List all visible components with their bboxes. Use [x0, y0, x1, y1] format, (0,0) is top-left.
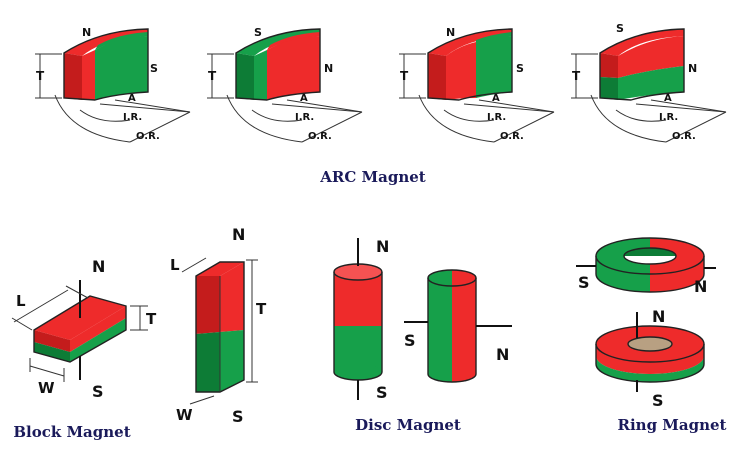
arc-magnet-2: T S N A I.R. O.R. — [207, 26, 363, 143]
block-magnet-caption: Block Magnet — [13, 423, 130, 441]
arc-2-or-label: O.R. — [308, 131, 332, 142]
arc-2-t-label: T — [208, 69, 217, 83]
disc-magnet-caption: Disc Magnet — [355, 416, 461, 434]
disc-axial-n-label: N — [376, 237, 389, 256]
arc-1-or-label: O.R. — [136, 131, 160, 142]
arc-1-t-label: T — [36, 69, 45, 83]
arc-1-ir-label: I.R. — [123, 112, 142, 123]
arc-1-top-green — [95, 32, 148, 50]
arc-3-ir-label: I.R. — [487, 112, 506, 123]
disc-magnet-diametric: S N — [404, 269, 512, 383]
arc-magnet-1: T N S A I.R. O.R. — [35, 26, 191, 143]
ring-magnet-diametric: S N — [576, 237, 716, 296]
arc-magnet-3: T N S A I.R. O.R. — [399, 26, 555, 143]
arc-1-front-red — [82, 50, 95, 100]
block-flat-n-label: N — [92, 257, 105, 276]
ring-diametric-s-label: S — [578, 273, 590, 292]
arc-4-ir-label: I.R. — [659, 112, 678, 123]
arc-magnet-4: T S N A I.R. O.R. — [571, 22, 727, 143]
block-flat-w-label: W — [38, 379, 55, 397]
disc-diametric-n-label: N — [496, 345, 509, 364]
arc-2-s-label: S — [254, 26, 262, 39]
disc-magnet-axial: N S — [333, 237, 389, 402]
block-flat-l-label: L — [16, 292, 26, 310]
arc-2-ir-label: I.R. — [295, 112, 314, 123]
arc-1-side — [64, 53, 82, 100]
arc-3-n-label: N — [446, 26, 455, 39]
arc-1-s-label: S — [150, 62, 158, 75]
arc-4-n-label: N — [688, 62, 697, 75]
block-tall-t-label: T — [256, 300, 267, 318]
arc-1-front-green — [95, 36, 148, 100]
arc-3-t-label: T — [400, 69, 409, 83]
arc-4-a-label: A — [664, 93, 672, 104]
block-magnet-flat: N S L T W — [11, 257, 157, 401]
block-tall-n-label: N — [232, 225, 245, 244]
arc-1-a-label: A — [128, 93, 136, 104]
arc-4-s-label: S — [616, 22, 624, 35]
ring-axial-n-label: N — [652, 307, 665, 326]
block-tall-l-label: L — [170, 256, 180, 274]
block-flat-t-label: T — [146, 310, 157, 328]
block-magnet-tall: N S L T W — [170, 225, 267, 426]
ring-magnet-caption: Ring Magnet — [618, 416, 727, 434]
ring-axial-s-label: S — [652, 391, 664, 410]
ring-diametric-n-label: N — [694, 277, 707, 296]
arc-2-a-label: A — [300, 93, 308, 104]
disc-diametric-s-label: S — [404, 331, 416, 350]
arc-magnet-caption: ARC Magnet — [319, 168, 426, 186]
arc-3-s-label: S — [516, 62, 524, 75]
arc-1-n-label: N — [82, 26, 91, 39]
block-flat-s-label: S — [92, 382, 104, 401]
arc-4-or-label: O.R. — [672, 131, 696, 142]
disc-axial-s-label: S — [376, 383, 388, 402]
block-tall-w-label: W — [176, 406, 193, 424]
arc-3-or-label: O.R. — [500, 131, 524, 142]
ring-magnet-axial: N S — [595, 307, 705, 410]
arc-2-n-label: N — [324, 62, 333, 75]
arc-4-t-label: T — [572, 69, 581, 83]
block-tall-s-label: S — [232, 407, 244, 426]
arc-3-a-label: A — [492, 93, 500, 104]
